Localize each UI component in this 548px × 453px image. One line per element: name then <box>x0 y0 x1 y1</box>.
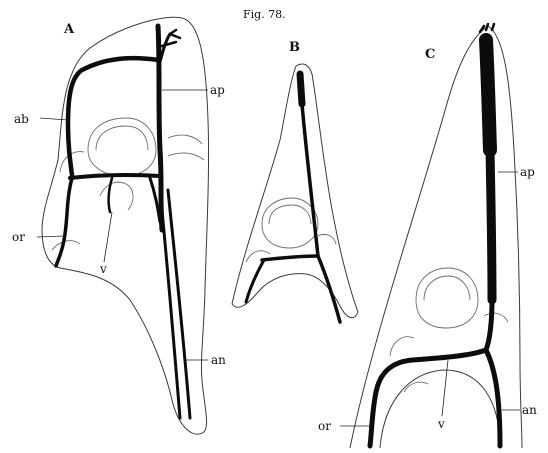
panel-c: C ap or v an <box>318 24 537 448</box>
panel-b-outline <box>232 64 358 318</box>
panel-c-vessel-ap <box>486 40 490 150</box>
panel-c-inner-arch <box>380 370 500 448</box>
panel-a-label-an: an <box>211 353 226 367</box>
panel-a-label-ap: ap <box>210 83 225 97</box>
panel-c-vessel-cross <box>376 350 486 392</box>
panel-b-inner-loop <box>262 198 318 248</box>
panel-a-label-v: v <box>99 262 107 276</box>
panel-a-vessel-ab <box>68 58 158 175</box>
panel-c-label-or: or <box>318 419 331 433</box>
panel-c-vessel-or <box>370 392 376 446</box>
panel-a-label-ab: ab <box>14 112 29 126</box>
panel-c-label-v: v <box>437 417 445 431</box>
panel-c-inner-loop <box>416 268 478 328</box>
panel-b-vessel-ap <box>300 74 302 104</box>
panel-a-letter: A <box>63 22 75 37</box>
panel-b-vessel-cross <box>262 256 318 260</box>
panel-a-label-or: or <box>12 230 25 244</box>
panel-c-letter: C <box>425 47 435 62</box>
panel-a-inner-loop <box>88 118 156 176</box>
panel-a-vessel-or <box>56 178 72 266</box>
figure-caption: Fig. 78. <box>243 8 286 21</box>
panel-b: B <box>232 40 358 322</box>
panel-c-label-ap: ap <box>520 165 535 179</box>
panel-c-vessel-an <box>486 350 500 446</box>
panel-a-vessel-cross <box>70 175 160 178</box>
panel-a: A ab ap or v an <box>12 17 226 434</box>
panel-c-label-an: an <box>522 403 537 417</box>
panel-b-letter: B <box>289 40 300 55</box>
